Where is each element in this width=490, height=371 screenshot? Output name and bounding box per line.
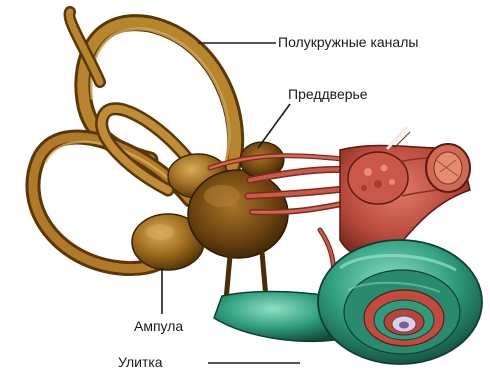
label-semicircular-canals: Полукружные каналы	[278, 34, 418, 50]
label-vestibule: Преддверье	[288, 86, 368, 102]
nerve-trunk	[340, 128, 470, 257]
label-cochlea: Улитка	[118, 354, 163, 370]
cochlea	[214, 240, 482, 364]
nerve-ganglion	[348, 152, 408, 204]
label-ampulla: Ампула	[134, 318, 183, 334]
leader-vestibule	[258, 104, 290, 148]
